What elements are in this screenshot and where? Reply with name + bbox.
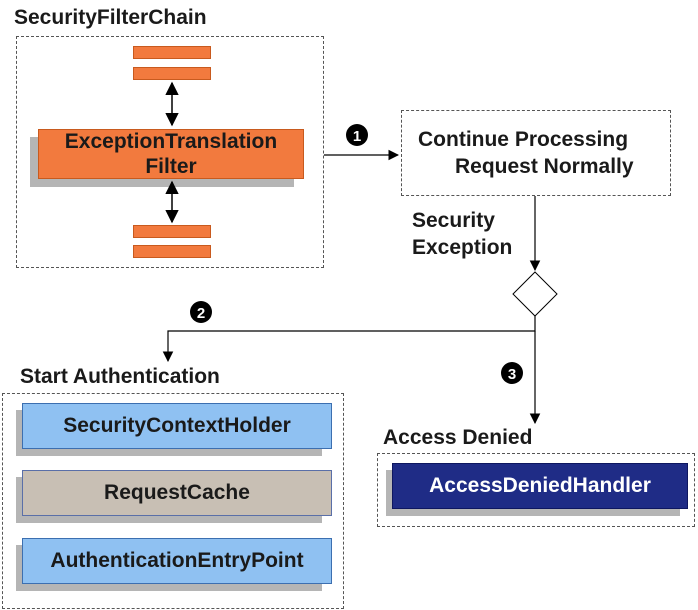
- exception-filter-label-line2: Filter: [145, 155, 197, 178]
- step-2-label: 2: [197, 305, 205, 322]
- continue-processing-line1: Continue Processing: [418, 128, 629, 151]
- continue-processing-box: [401, 110, 671, 196]
- filter-chain-title: SecurityFilterChain: [14, 6, 207, 29]
- continue-processing-line2: Request Normally: [455, 155, 634, 178]
- security-context-holder: SecurityContextHolder: [22, 403, 332, 449]
- access-denied-title: Access Denied: [383, 426, 533, 449]
- decision-diamond: [512, 271, 558, 317]
- step-1-label: 1: [353, 128, 361, 145]
- security-exception-line2: Exception: [412, 236, 513, 259]
- exception-translation-filter: ExceptionTranslation Filter: [38, 129, 304, 179]
- step-3-label: 3: [508, 366, 516, 383]
- filter-chain-container: [16, 36, 324, 268]
- exception-filter-label-line1: ExceptionTranslation: [64, 130, 278, 153]
- step-2-badge: 2: [190, 301, 212, 323]
- access-denied-handler: AccessDeniedHandler: [392, 463, 688, 509]
- filter-bar-top-2: [133, 67, 211, 80]
- authentication-entry-point: AuthenticationEntryPoint: [22, 538, 332, 584]
- filter-bar-bottom-2: [133, 245, 211, 258]
- step-1-badge: 1: [346, 124, 368, 146]
- filter-bar-bottom-1: [133, 225, 211, 238]
- filter-bar-top-1: [133, 46, 211, 59]
- request-cache: RequestCache: [22, 470, 332, 516]
- access-denied-container: [377, 453, 695, 527]
- step-3-badge: 3: [501, 362, 523, 384]
- start-authentication-container: [2, 393, 344, 609]
- start-auth-arrow: [162, 316, 536, 363]
- start-authentication-title: Start Authentication: [20, 365, 220, 388]
- security-exception-line1: Security: [412, 209, 495, 232]
